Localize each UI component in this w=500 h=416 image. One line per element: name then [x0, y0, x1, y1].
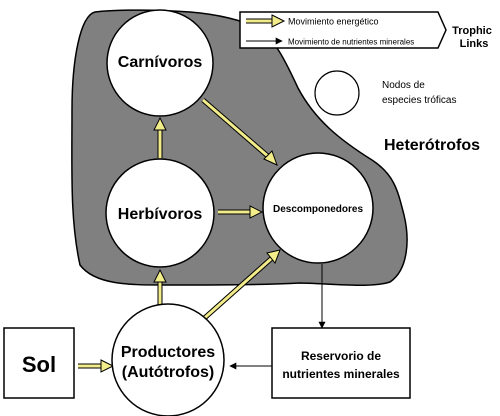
legend: Movimiento energético Movimiento de nutr… — [239, 11, 492, 116]
reservoir-label-line2: nutrientes minerales — [282, 367, 400, 381]
node-carnivores: Carnívoros — [106, 9, 214, 117]
energy-arrow-carnivores-to-decomposers — [201, 98, 278, 166]
node-producers-label-line2: (Autótrofos) — [122, 364, 214, 381]
legend-trophic-label: Trophic — [452, 25, 492, 37]
legend-energy-arrow — [246, 14, 286, 28]
node-carnivores-label: Carnívoros — [118, 54, 203, 71]
node-decomposers: Descomponedores — [262, 152, 374, 264]
legend-node-key-circle — [314, 70, 360, 116]
node-producers-label-line1: Productores — [121, 344, 215, 361]
energy-arrow-herbivores-to-carnivores — [153, 116, 167, 158]
sun-label: Sol — [22, 352, 56, 377]
legend-nutrient-label: Movimiento de nutrientes minerales — [288, 38, 414, 47]
node-herbivores-label: Herbívoros — [118, 206, 203, 223]
node-decomposers-label: Descomponedores — [273, 204, 363, 215]
energy-arrow-sun-to-producers — [78, 359, 115, 373]
legend-node-key-line2: especies tróficas — [382, 95, 456, 106]
legend-bracket — [239, 11, 447, 49]
reservoir-label-line1: Reservorio de — [301, 349, 381, 363]
energy-arrow-herbivores-to-decomposers — [218, 205, 264, 219]
node-producers: Productores (Autótrofos) — [111, 303, 225, 416]
legend-node-key-line1: Nodos de — [382, 80, 425, 91]
legend-energy-label: Movimiento energético — [288, 17, 379, 27]
node-herbivores: Herbívoros — [105, 158, 215, 268]
legend-links-label: Links — [460, 38, 489, 50]
sun-box: Sol — [3, 327, 75, 399]
energy-arrow-producers-to-decomposers — [198, 249, 281, 324]
reservoir-box: Reservorio de nutrientes minerales — [271, 327, 411, 399]
heterotroph-label: Heterótrofos — [384, 137, 480, 154]
